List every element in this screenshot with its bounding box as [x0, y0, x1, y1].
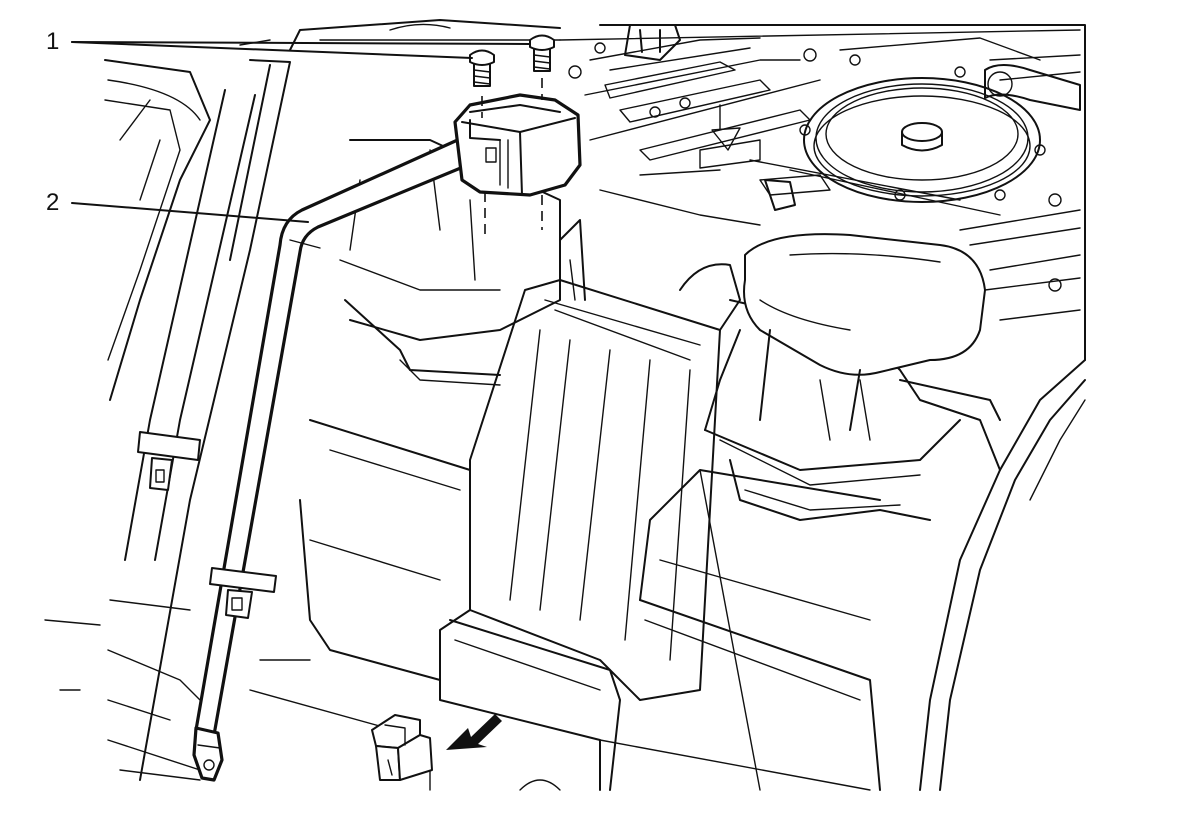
callout-label-1: 1 [46, 28, 60, 55]
floor-lines [44, 599, 561, 791]
seat-belt-retractor [192, 78, 582, 782]
c-pillar-trim [104, 19, 561, 781]
lower-buckle [371, 714, 433, 781]
rear-seat-back [249, 139, 881, 791]
left-seat-belt-webbing [124, 89, 256, 561]
arrow-left-down-icon [446, 714, 502, 750]
bolt-left [469, 49, 495, 87]
speaker [799, 77, 1046, 203]
package-tray [559, 24, 1086, 361]
callout-label-2: 2 [46, 189, 60, 216]
bolt-right [529, 34, 555, 72]
right-seat-back [704, 233, 1086, 791]
callout-leaders [71, 41, 531, 223]
